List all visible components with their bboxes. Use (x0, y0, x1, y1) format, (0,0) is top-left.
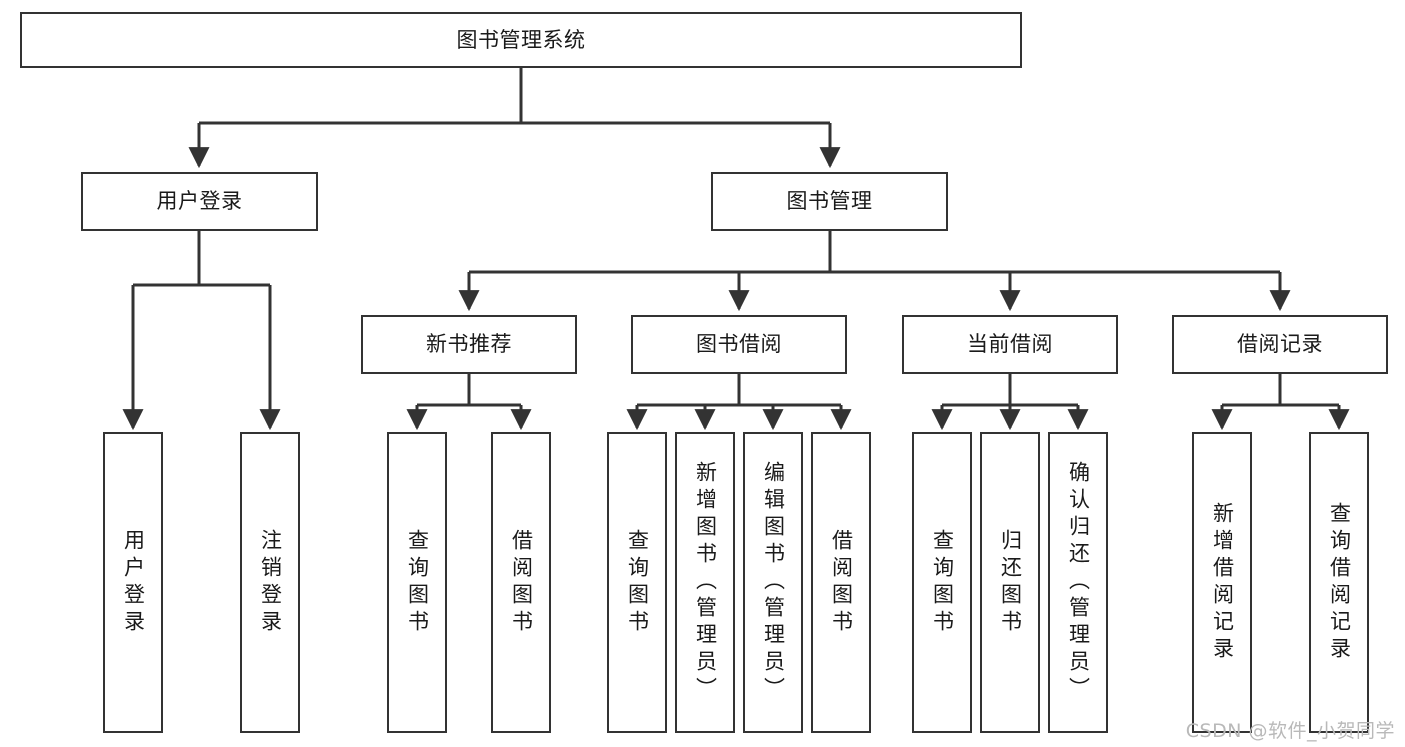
node-leaf-borrow-book-1[interactable]: 借阅图书 (491, 432, 551, 733)
node-borrow-record[interactable]: 借阅记录 (1172, 315, 1388, 374)
node-leaf-query-record-label: 查询借阅记录 (1327, 501, 1352, 664)
node-leaf-query-record[interactable]: 查询借阅记录 (1309, 432, 1369, 733)
node-leaf-add-book-label: 新增图书（管理员） (693, 461, 718, 704)
csdn-watermark: CSDN @软件_小贺同学 (1185, 720, 1395, 742)
node-leaf-query-book-2[interactable]: 查询图书 (607, 432, 667, 733)
node-leaf-query-book-3[interactable]: 查询图书 (912, 432, 972, 733)
node-user-login[interactable]: 用户登录 (81, 172, 318, 231)
node-leaf-add-record[interactable]: 新增借阅记录 (1192, 432, 1252, 733)
node-leaf-return-book[interactable]: 归还图书 (980, 432, 1040, 733)
node-leaf-confirm-return-label: 确认归还（管理员） (1066, 461, 1091, 704)
node-current-borrow-label: 当前借阅 (967, 332, 1053, 357)
node-book-borrow[interactable]: 图书借阅 (631, 315, 847, 374)
node-root[interactable]: 图书管理系统 (20, 12, 1022, 68)
node-leaf-add-book[interactable]: 新增图书（管理员） (675, 432, 735, 733)
node-leaf-logout[interactable]: 注销登录 (240, 432, 300, 733)
node-leaf-return-book-label: 归还图书 (998, 528, 1023, 637)
node-leaf-borrow-book-1-label: 借阅图书 (509, 528, 534, 637)
node-leaf-edit-book[interactable]: 编辑图书（管理员） (743, 432, 803, 733)
node-book-manage[interactable]: 图书管理 (711, 172, 948, 231)
node-leaf-borrow-book-2[interactable]: 借阅图书 (811, 432, 871, 733)
node-new-book-rec-label: 新书推荐 (426, 332, 512, 357)
node-user-login-label: 用户登录 (156, 189, 243, 214)
node-leaf-confirm-return[interactable]: 确认归还（管理员） (1048, 432, 1108, 733)
node-root-label: 图书管理系统 (456, 27, 586, 52)
node-leaf-borrow-book-2-label: 借阅图书 (829, 528, 854, 637)
node-book-borrow-label: 图书借阅 (696, 332, 782, 357)
node-book-manage-label: 图书管理 (786, 189, 873, 214)
node-leaf-add-record-label: 新增借阅记录 (1210, 501, 1235, 664)
node-current-borrow[interactable]: 当前借阅 (902, 315, 1118, 374)
node-new-book-rec[interactable]: 新书推荐 (361, 315, 577, 374)
node-leaf-query-book-2-label: 查询图书 (625, 528, 650, 637)
node-leaf-logout-label: 注销登录 (258, 528, 283, 637)
node-borrow-record-label: 借阅记录 (1237, 332, 1323, 357)
node-leaf-user-login[interactable]: 用户登录 (103, 432, 163, 733)
node-leaf-query-book-3-label: 查询图书 (930, 528, 955, 637)
node-leaf-query-book-1[interactable]: 查询图书 (387, 432, 447, 733)
node-leaf-user-login-label: 用户登录 (121, 528, 146, 637)
node-leaf-query-book-1-label: 查询图书 (405, 528, 430, 637)
node-leaf-edit-book-label: 编辑图书（管理员） (761, 461, 786, 704)
